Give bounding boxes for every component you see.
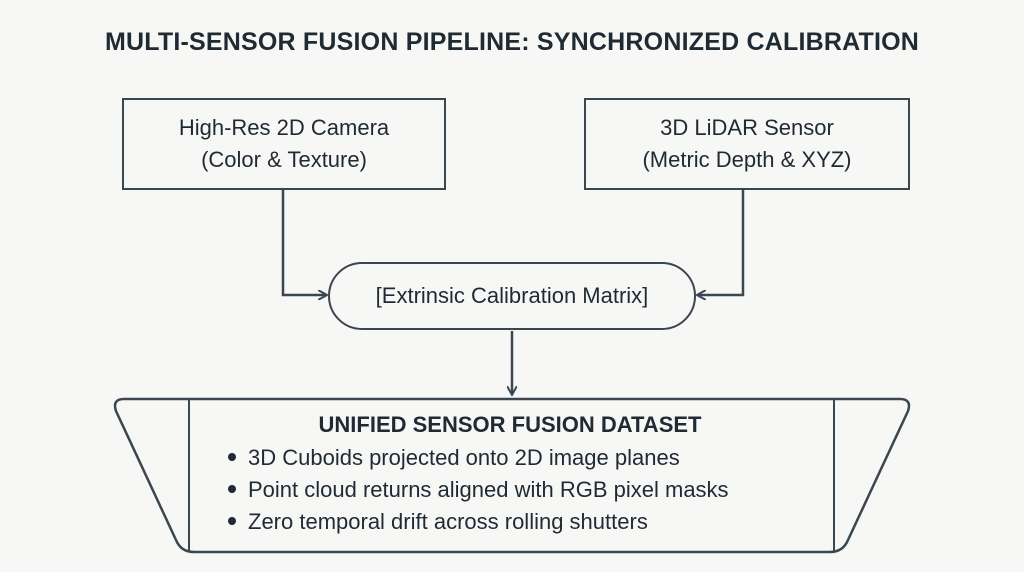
camera-node-line1: High-Res 2D Camera xyxy=(178,115,390,140)
bullet-dot-icon xyxy=(228,453,236,462)
bullet-dot-icon xyxy=(228,517,236,526)
dataset-trapezoid-outline xyxy=(113,397,911,554)
dataset-bullet-text: Point cloud returns aligned with RGB pix… xyxy=(248,477,729,502)
dataset-bullet-item: Zero temporal drift across rolling shutt… xyxy=(228,506,830,538)
dataset-bullet-item: 3D Cuboids projected onto 2D image plane… xyxy=(228,442,830,474)
lidar-node-line1: 3D LiDAR Sensor xyxy=(660,115,834,140)
dataset-bullet-text: 3D Cuboids projected onto 2D image plane… xyxy=(248,445,680,470)
camera-node-line2: (Color & Texture) xyxy=(201,147,367,172)
lidar-node-line2: (Metric Depth & XYZ) xyxy=(642,147,852,172)
dataset-node: UNIFIED SENSOR FUSION DATASET 3D Cuboids… xyxy=(190,400,830,550)
dataset-title: UNIFIED SENSOR FUSION DATASET xyxy=(318,412,702,437)
camera-node: High-Res 2D Camera (Color & Texture) xyxy=(122,98,446,190)
dataset-bullet-list: 3D Cuboids projected onto 2D image plane… xyxy=(190,442,830,538)
diagram-title: MULTI-SENSOR FUSION PIPELINE: SYNCHRONIZ… xyxy=(104,28,920,56)
dataset-bullet-text: Zero temporal drift across rolling shutt… xyxy=(248,509,648,534)
calibration-node: [Extrinsic Calibration Matrix] xyxy=(328,262,696,330)
dataset-bullet-item: Point cloud returns aligned with RGB pix… xyxy=(228,474,830,506)
calibration-node-label: [Extrinsic Calibration Matrix] xyxy=(375,283,649,308)
edge-lidar-to-calibration xyxy=(698,190,745,295)
edge-camera-to-calibration xyxy=(281,190,326,295)
lidar-node: 3D LiDAR Sensor (Metric Depth & XYZ) xyxy=(584,98,910,190)
bullet-dot-icon xyxy=(228,485,236,494)
